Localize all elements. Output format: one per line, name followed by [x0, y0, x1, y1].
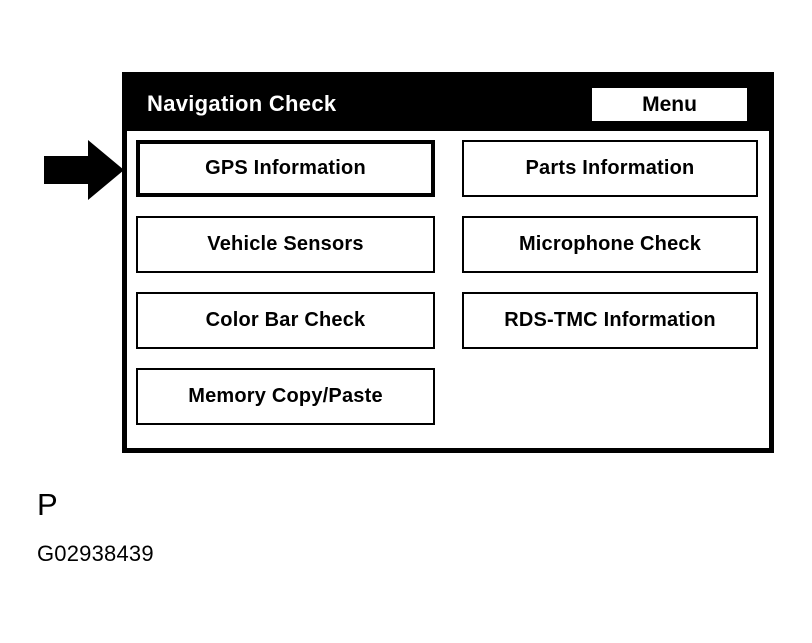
menu-column-left: GPS Information Vehicle Sensors Color Ba…	[136, 140, 435, 448]
menu-column-right: Parts Information Microphone Check RDS-T…	[462, 140, 758, 448]
menu-button[interactable]: Menu	[592, 87, 747, 121]
figure-id-label: G02938439	[37, 541, 154, 566]
callout-arrow-head	[88, 140, 124, 200]
menu-item-memory-copy-paste[interactable]: Memory Copy/Paste	[136, 368, 435, 425]
menu-button-grid: GPS Information Vehicle Sensors Color Ba…	[127, 131, 769, 448]
menu-item-rds-tmc-information[interactable]: RDS-TMC Information	[462, 292, 758, 349]
menu-item-color-bar-check[interactable]: Color Bar Check	[136, 292, 435, 349]
callout-arrow-shaft	[44, 156, 94, 184]
callout-arrow-icon	[44, 140, 124, 200]
menu-item-microphone-check[interactable]: Microphone Check	[462, 216, 758, 273]
screen-title-bar: Navigation Check Menu	[127, 77, 769, 131]
page-title: Navigation Check	[147, 91, 337, 116]
navigation-screen-panel: Navigation Check Menu GPS Information Ve…	[122, 72, 774, 453]
figure-caption-letter: P	[37, 487, 58, 522]
menu-item-parts-information[interactable]: Parts Information	[462, 140, 758, 197]
menu-item-gps-information[interactable]: GPS Information	[136, 140, 435, 197]
menu-item-vehicle-sensors[interactable]: Vehicle Sensors	[136, 216, 435, 273]
